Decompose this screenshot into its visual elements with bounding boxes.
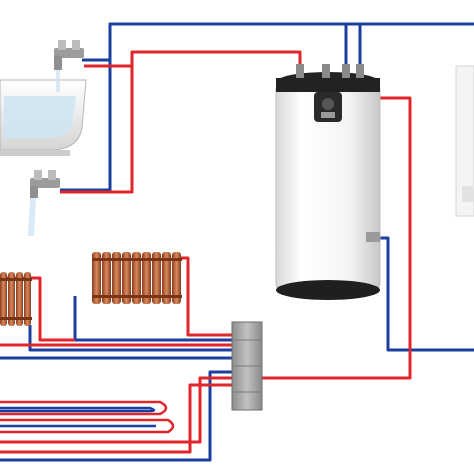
radiator-fin (0, 272, 7, 326)
radiator-header-pipe (92, 258, 182, 261)
manifold-icon (231, 321, 263, 411)
water-heater-tank-icon (275, 64, 381, 300)
faucet-icon (28, 170, 60, 236)
hot-tank-top-out (60, 50, 302, 194)
cold-floor-loop-feed (0, 370, 232, 462)
radiator-header-pipe (0, 278, 32, 281)
radiator-fin (8, 272, 15, 326)
radiator-fin (102, 252, 111, 304)
hot-floor-loop-second (0, 383, 232, 454)
cold-tank-side-return (376, 236, 474, 352)
radiator-fin (112, 252, 121, 304)
cold-main-top-line (108, 22, 474, 60)
cold-water-pipes (0, 22, 474, 462)
radiator-fin (24, 272, 31, 326)
cold-drop-left (60, 60, 112, 192)
radiator-fin (16, 272, 23, 326)
hot-floor-loop-feed (0, 376, 232, 444)
hot-tank-side-out (262, 96, 412, 380)
wall-boiler-icon (455, 65, 474, 217)
radiator-fin (152, 252, 161, 304)
radiator-fin (172, 252, 181, 304)
radiator-fin (132, 252, 141, 304)
underfloor-heating-loop (0, 400, 175, 434)
cold-radiator-return-left (28, 325, 232, 352)
radiator-footer-pipe (92, 295, 182, 298)
radiator-fin (162, 252, 171, 304)
radiator-icon (92, 252, 182, 304)
bathtub-icon (0, 79, 87, 156)
radiator-fin (92, 252, 101, 304)
radiator-fin (122, 252, 131, 304)
hot-radiator-feed-center (178, 256, 232, 337)
floor-loop-hot-run (0, 400, 168, 416)
floor-loop-hot-run-2 (0, 418, 175, 434)
radiator-fin (142, 252, 151, 304)
hot-water-pipes (0, 50, 412, 454)
floor-loop-cold-run (0, 406, 156, 413)
radiator-footer-pipe (0, 317, 32, 320)
radiator-icon (0, 272, 32, 326)
faucet-icon (54, 40, 84, 92)
